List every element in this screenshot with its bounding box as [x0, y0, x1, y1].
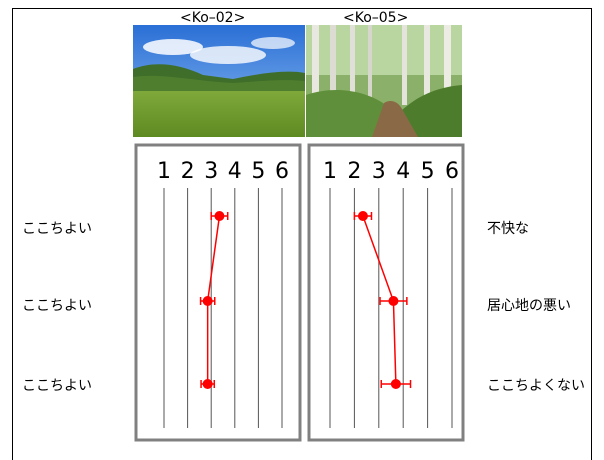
- photo-caption-ko02: <Ko–02>: [180, 10, 246, 26]
- panel-ko05-border: [307, 143, 465, 442]
- right-label-2: 居心地の悪い: [487, 298, 571, 314]
- left-label-2: ここちよい: [22, 298, 92, 314]
- left-label-1: ここちよい: [22, 221, 92, 237]
- left-label-3: ここちよい: [22, 378, 92, 394]
- scale-tick-label-5: 5: [421, 159, 435, 184]
- scale-tick-label-2: 2: [181, 159, 195, 184]
- scale-tick-label-6: 6: [445, 159, 459, 184]
- figure-frame: [12, 8, 592, 460]
- scale-tick-label-2: 2: [347, 159, 361, 184]
- scale-tick-label-1: 1: [323, 159, 337, 184]
- scale-tick-label-4: 4: [228, 159, 242, 184]
- scale-tick-label-4: 4: [396, 159, 410, 184]
- scale-tick-label-3: 3: [204, 159, 218, 184]
- scale-tick-label-3: 3: [372, 159, 386, 184]
- forest-path-photo: [306, 25, 462, 137]
- meadow-photo: [133, 25, 305, 137]
- scale-tick-label-1: 1: [157, 159, 171, 184]
- data-point: [214, 211, 225, 221]
- right-label-3: ここちよくない: [487, 378, 585, 394]
- photo-caption-ko05: <Ko–05>: [343, 10, 409, 26]
- data-point: [357, 211, 368, 221]
- data-point: [388, 296, 399, 306]
- right-label-1: 不快な: [487, 221, 529, 237]
- scale-tick-label-5: 5: [251, 159, 265, 184]
- scale-tick-label-6: 6: [275, 159, 289, 184]
- panel-ko02-border: [134, 143, 302, 442]
- data-point: [202, 296, 213, 306]
- data-point: [390, 379, 401, 389]
- data-point: [202, 379, 213, 389]
